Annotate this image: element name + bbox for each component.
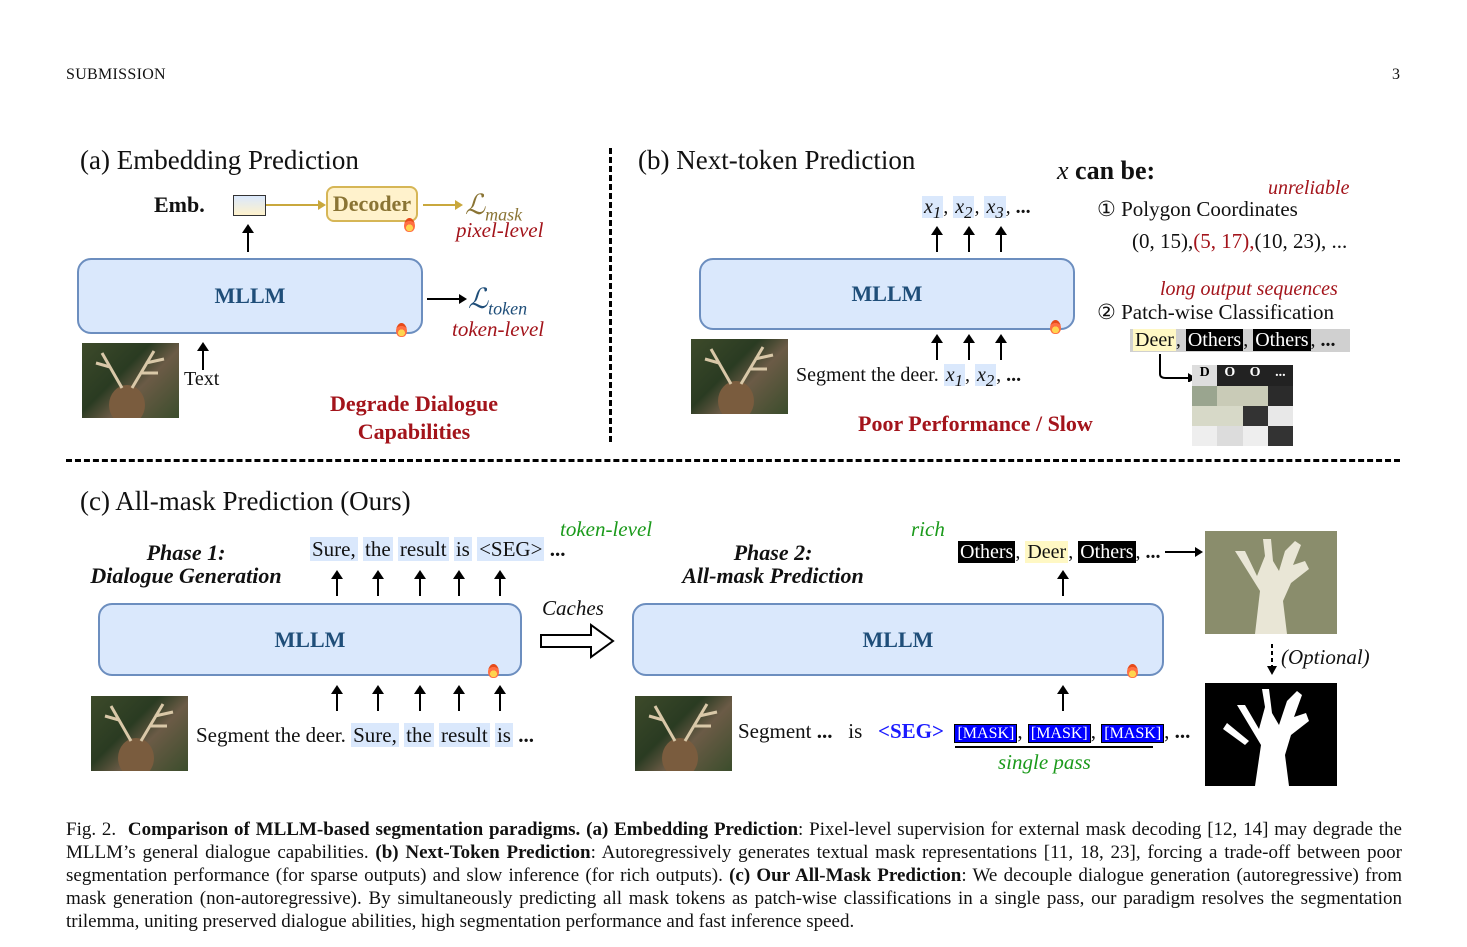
horizontal-divider bbox=[66, 459, 1400, 462]
mllm-block-phase1: MLLM bbox=[98, 603, 522, 676]
trainable-fire-icon bbox=[396, 323, 407, 337]
binary-mask-image bbox=[1205, 683, 1337, 786]
deer-image bbox=[691, 339, 788, 414]
up-arrow bbox=[414, 570, 426, 596]
up-arrow bbox=[494, 685, 506, 711]
rich-label: rich bbox=[911, 517, 945, 541]
up-arrow bbox=[1057, 570, 1069, 596]
mllm-to-emb-arrow bbox=[242, 224, 254, 252]
vertical-divider bbox=[609, 148, 612, 442]
phase2-title: Phase 2:All-mask Prediction bbox=[682, 540, 864, 588]
emb-to-decoder-arrow bbox=[266, 200, 326, 210]
up-arrow bbox=[963, 334, 975, 360]
token-level-label-c: token-level bbox=[560, 517, 653, 541]
up-arrow bbox=[931, 334, 943, 360]
caches-arrow bbox=[540, 623, 615, 659]
running-header: SUBMISSION bbox=[66, 66, 166, 83]
up-arrow bbox=[995, 334, 1007, 360]
phase2-inputs: Segment ... is <SEG> [MASK], [MASK], [MA… bbox=[738, 719, 1191, 743]
unreliable-label: unreliable bbox=[1268, 177, 1350, 199]
panel-a-title: (a) Embedding Prediction bbox=[80, 145, 359, 175]
optional-label: (Optional) bbox=[1281, 645, 1370, 669]
page-number: 3 bbox=[1392, 66, 1401, 83]
trainable-fire-icon bbox=[404, 218, 415, 232]
deer-image bbox=[82, 343, 179, 418]
panel-c-title: (c) All-mask Prediction (Ours) bbox=[80, 486, 411, 516]
text-to-mllm-arrow bbox=[197, 342, 209, 370]
caches-label: Caches bbox=[542, 596, 604, 620]
input-text-b: Segment the deer. x1, x2, ... bbox=[796, 364, 1022, 390]
up-arrow bbox=[963, 226, 975, 252]
phase1-outputs: Sure, the result is <SEG> ... bbox=[310, 537, 566, 561]
figure-caption: Fig. 2. Comparison of MLLM-based segment… bbox=[66, 819, 1402, 932]
token-x2: x2 bbox=[953, 196, 975, 222]
embedding-box bbox=[233, 195, 266, 216]
up-arrow bbox=[372, 685, 384, 711]
up-arrow bbox=[995, 226, 1007, 252]
up-arrow bbox=[453, 685, 465, 711]
mllm-block-a: MLLM bbox=[77, 258, 423, 334]
up-arrow bbox=[1057, 685, 1069, 711]
verdict-b: Poor Performance / Slow bbox=[858, 411, 1093, 436]
outputs-to-mask-arrow bbox=[1165, 547, 1203, 557]
deer-image bbox=[91, 696, 188, 771]
up-arrow bbox=[331, 570, 343, 596]
up-arrow bbox=[372, 570, 384, 596]
optional-arrow bbox=[1267, 644, 1277, 675]
up-arrow bbox=[494, 570, 506, 596]
long-output-label: long output sequences bbox=[1160, 278, 1338, 300]
up-arrow bbox=[331, 685, 343, 711]
loss-mask: ℒmask bbox=[465, 190, 523, 225]
token-x3: x3 bbox=[984, 196, 1006, 222]
mllm-block-b: MLLM bbox=[699, 258, 1075, 330]
loss-token: ℒtoken bbox=[468, 284, 528, 319]
single-pass-label: single pass bbox=[998, 750, 1091, 774]
mllm-block-phase2: MLLM bbox=[632, 603, 1164, 676]
phase2-outputs: Others, Deer, Others, ... bbox=[958, 541, 1161, 563]
trainable-fire-icon bbox=[488, 664, 499, 678]
patch-mask-image bbox=[1205, 531, 1337, 634]
emb-label: Emb. bbox=[154, 192, 205, 217]
option-patch: ② Patch-wise Classification bbox=[1097, 300, 1334, 324]
up-arrow bbox=[931, 226, 943, 252]
text-label: Text bbox=[184, 368, 220, 390]
token-x1: x1 bbox=[922, 196, 944, 222]
up-arrow bbox=[453, 570, 465, 596]
patch-grid: D O O ... bbox=[1192, 365, 1293, 448]
phase1-title: Phase 1:Dialogue Generation bbox=[90, 540, 282, 588]
decoder-box: Decoder bbox=[326, 186, 418, 222]
mllm-to-token-loss-arrow bbox=[427, 294, 467, 304]
class-to-grid-arrow bbox=[1159, 354, 1196, 382]
output-tokens-b: x1, x2, x3, ... bbox=[922, 196, 1031, 222]
pixel-level-label: pixel-level bbox=[456, 218, 544, 242]
trainable-fire-icon bbox=[1127, 664, 1138, 678]
up-arrow bbox=[414, 685, 426, 711]
decoder-to-loss-arrow bbox=[423, 200, 463, 210]
polygon-coords: (0, 15),(5, 17),(10, 23), ... bbox=[1132, 229, 1348, 253]
deer-image bbox=[635, 696, 732, 771]
token-level-label: token-level bbox=[452, 317, 545, 341]
class-tokens: Deer, Others, Others, ... bbox=[1133, 329, 1336, 351]
panel-b-title: (b) Next-token Prediction bbox=[638, 145, 916, 175]
option-polygon: ① Polygon Coordinates bbox=[1097, 197, 1298, 221]
single-pass-bracket bbox=[955, 746, 1153, 748]
phase1-inputs: Segment the deer. Sure, the result is ..… bbox=[196, 723, 534, 747]
trainable-fire-icon bbox=[1050, 320, 1061, 334]
x-can-be-heading: x can be: bbox=[1057, 156, 1156, 185]
